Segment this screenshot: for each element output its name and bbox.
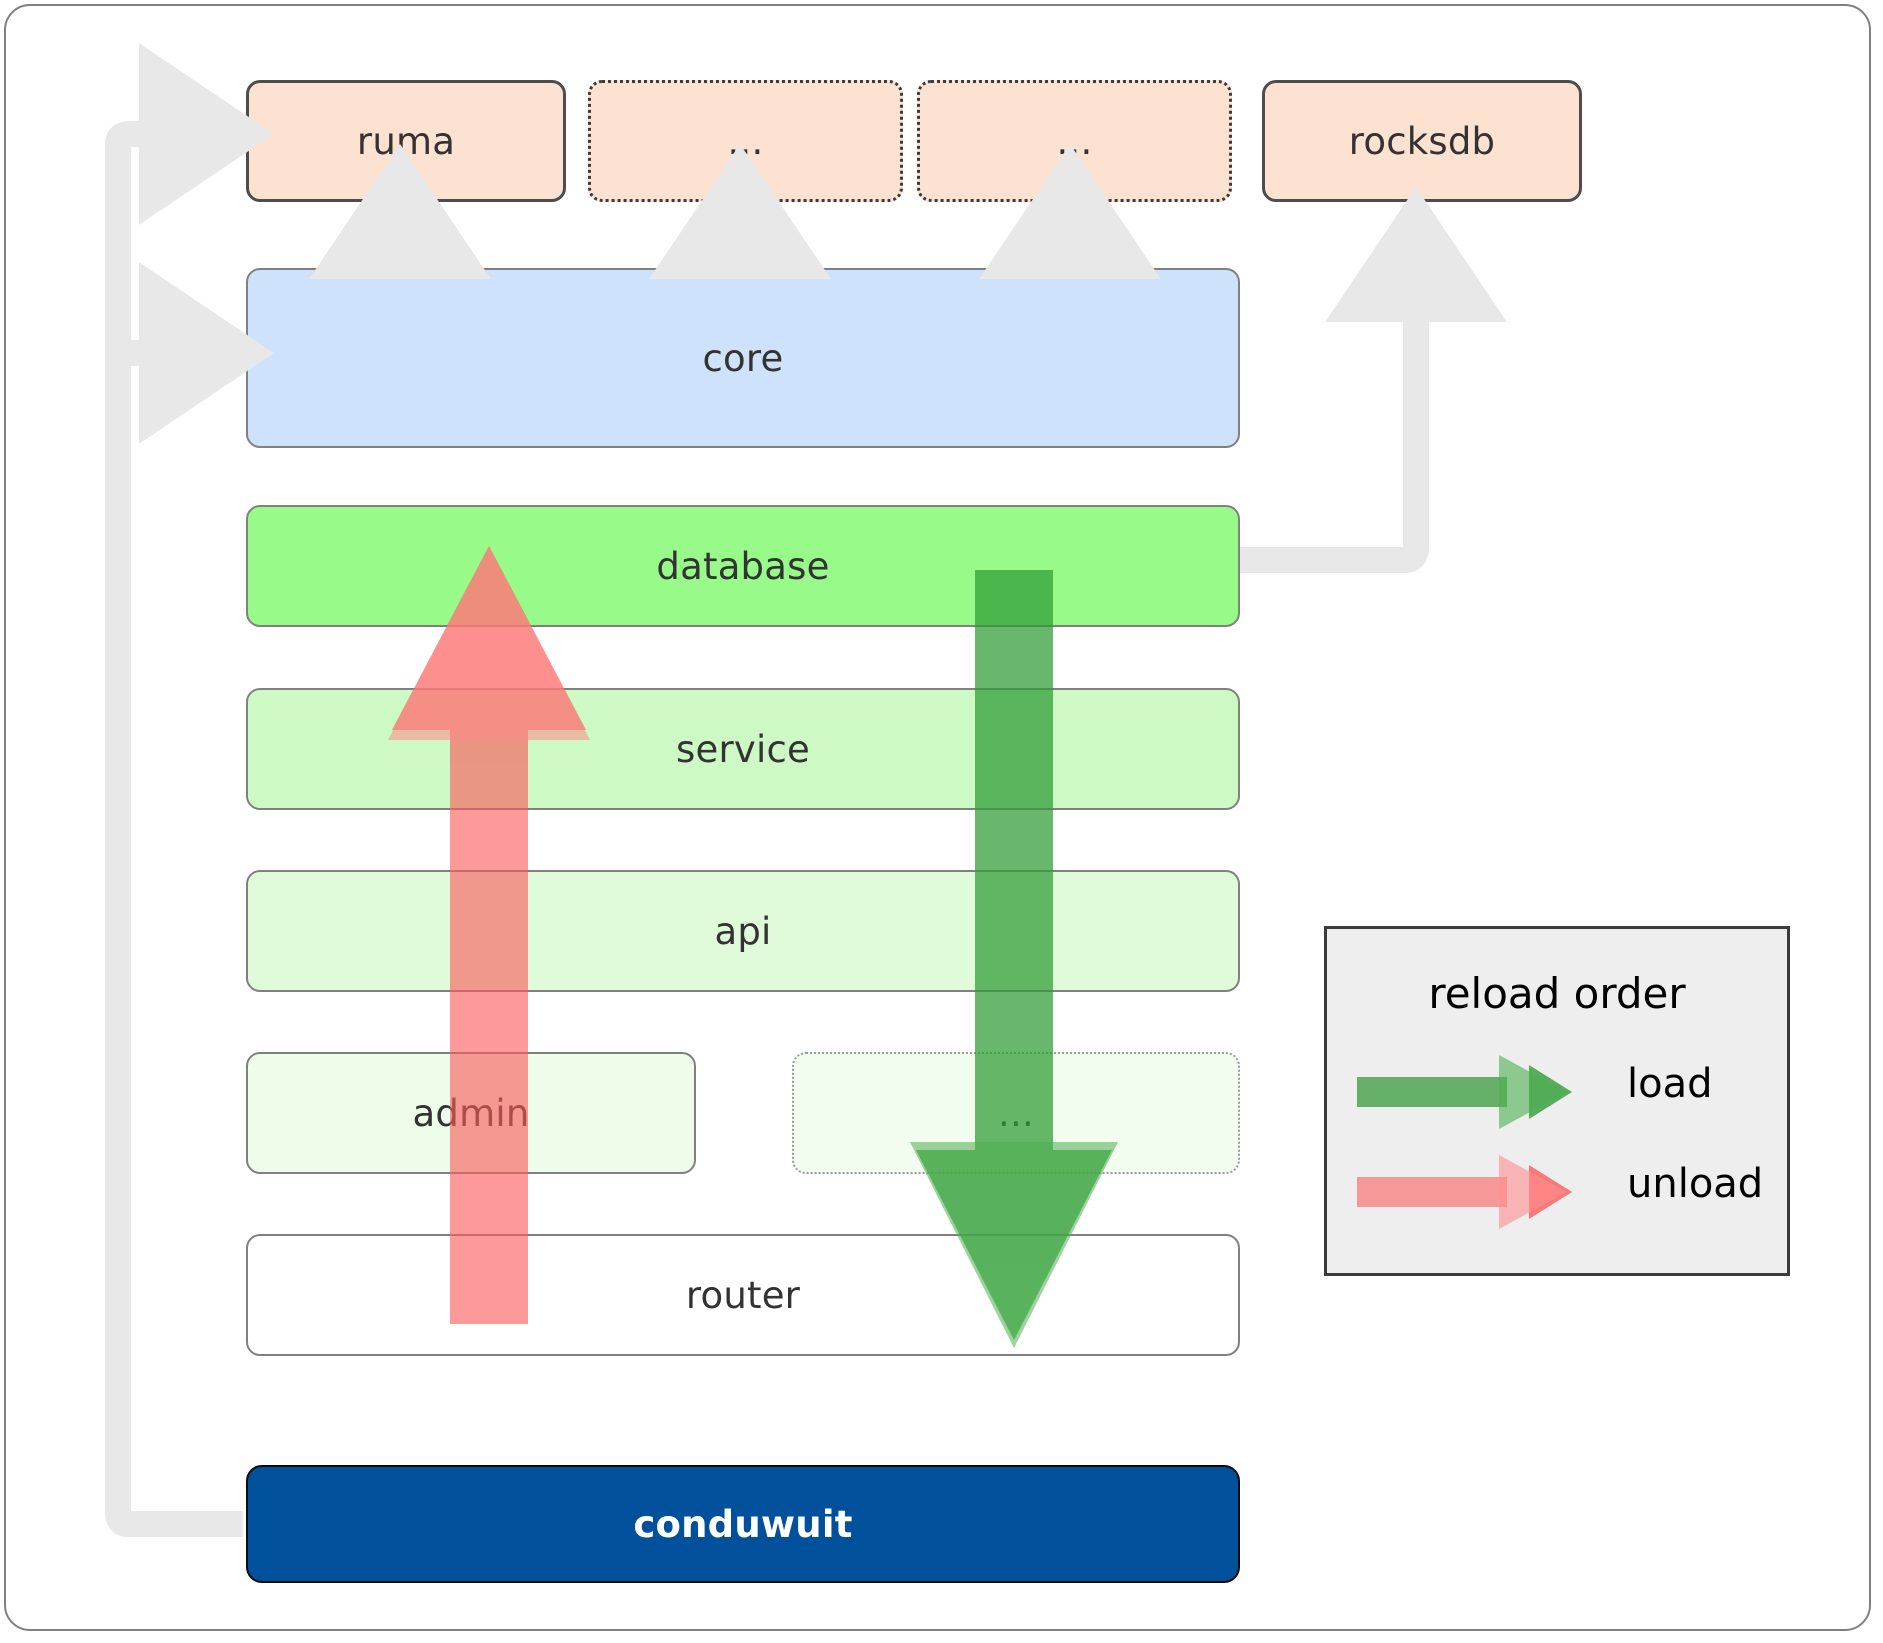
node-conduwuit[interactable]: conduwuit [246, 1465, 1240, 1583]
node-api[interactable]: api [246, 870, 1240, 992]
node-conduwuit-label: conduwuit [633, 1502, 853, 1546]
node-ruma[interactable]: ruma [246, 80, 566, 202]
legend-unload-arrow-icon [1357, 1155, 1572, 1229]
legend-load-label: load [1627, 1061, 1713, 1107]
node-core-label: core [702, 336, 784, 380]
node-admin-label: admin [412, 1091, 530, 1135]
node-ruma-label: ruma [356, 119, 456, 163]
node-database-label: database [656, 544, 830, 588]
node-layer-ellipsis-label: ... [998, 1091, 1034, 1135]
legend-load-arrow-icon [1357, 1055, 1572, 1129]
node-ext-ellipsis-2[interactable]: ... [917, 80, 1232, 202]
node-api-label: api [714, 909, 772, 953]
node-rocksdb[interactable]: rocksdb [1262, 80, 1582, 202]
legend-title: reload order [1428, 969, 1686, 1018]
legend-row-load: load [1327, 1047, 1787, 1137]
node-ext-ellipsis-1-label: ... [727, 119, 764, 163]
node-service-label: service [676, 727, 810, 771]
node-admin[interactable]: admin [246, 1052, 696, 1174]
node-router-label: router [685, 1273, 801, 1317]
legend-panel: reload order load [1324, 926, 1790, 1276]
diagram-frame [4, 4, 1871, 1631]
node-database[interactable]: database [246, 505, 1240, 627]
node-service[interactable]: service [246, 688, 1240, 810]
node-router[interactable]: router [246, 1234, 1240, 1356]
legend-row-unload: unload [1327, 1147, 1787, 1237]
legend-unload-label: unload [1627, 1161, 1764, 1207]
node-ext-ellipsis-2-label: ... [1056, 119, 1093, 163]
node-rocksdb-label: rocksdb [1348, 119, 1496, 163]
node-ext-ellipsis-1[interactable]: ... [588, 80, 903, 202]
node-core[interactable]: core [246, 268, 1240, 448]
node-layer-ellipsis[interactable]: ... [792, 1052, 1240, 1174]
